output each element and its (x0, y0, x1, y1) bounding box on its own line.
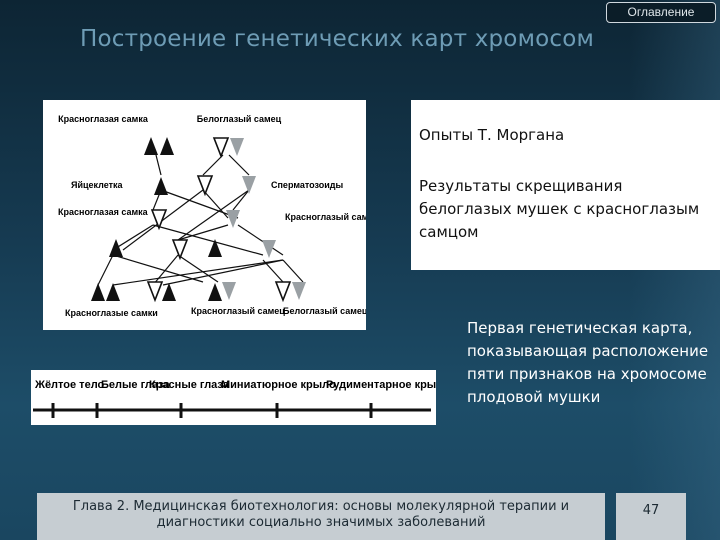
label-red-eyed-male-bottom: Красноглазый самец (191, 306, 285, 316)
label-white-eyed-male-top: Белоглазый самец (197, 114, 282, 124)
cross-lines (97, 154, 304, 286)
text-box-background (411, 100, 720, 270)
map-trait-white-eyes: Белые глаза (101, 379, 170, 391)
cross-diagram: Красноглазая самка Белоглазый самец Яйце… (58, 114, 379, 318)
fly-white-eyed-male-top (213, 137, 244, 157)
cross-diagram-panel: Красноглазая самка Белоглазый самец Яйце… (43, 100, 379, 330)
footer-chapter-text: Глава 2. Медицинская биотехнология: осно… (72, 499, 570, 530)
flies-white-eyed-male-bottom (275, 281, 306, 301)
label-red-eyed-male-mid: Красноглазый самец (285, 212, 366, 222)
chromosome-ticks (51, 403, 373, 418)
fly-row3-dark-2 (208, 239, 222, 257)
page-number-box: 47 (616, 493, 686, 540)
fly-row3-open (172, 239, 188, 259)
label-sperm: Сперматозоиды (271, 180, 344, 190)
chromosome-map-panel: Жёлтое тело Белые глаза Красные глаза Ми… (31, 370, 450, 425)
map-description: Первая генетическая карта, показывающая … (467, 319, 709, 406)
morgan-label: Опыты Т. Моргана (419, 126, 565, 144)
fly-sperm-grey (242, 176, 256, 194)
chromosome-map: Жёлтое тело Белые глаза Красные глаза Ми… (33, 379, 450, 418)
fly-row3-dark (109, 239, 123, 257)
toc-button[interactable]: Оглавление (606, 2, 716, 23)
flies-red-eyed-male-bottom (208, 282, 236, 301)
label-red-eyed-female-top: Красноглазая самка (58, 114, 149, 124)
label-red-eyed-female-mid: Красноглазая самка (58, 207, 149, 217)
map-trait-red-eyes: Красные глаза (149, 379, 230, 391)
slide-title: Построение генетических карт хромосом (80, 26, 595, 52)
label-red-eyed-females-bottom: Красноглазые самки (65, 308, 158, 318)
results-description: Результаты скрещивания белоглазых мушек … (419, 177, 700, 241)
footer-bar: Глава 2. Медицинская биотехнология: осно… (37, 493, 605, 540)
map-trait-rudimentary-wing: Рудиментарное крыло (326, 379, 436, 391)
background-gradient (630, 0, 720, 540)
fly-sperm-open (197, 175, 213, 195)
fly-egg (154, 177, 168, 195)
label-white-eyed-male-bottom: Белоглазый самец (283, 306, 366, 316)
page-number: 47 (642, 503, 660, 518)
fly-red-eyed-female-top (144, 137, 174, 155)
map-trait-miniature-wing: Миниатюрное крыло (221, 379, 336, 391)
label-egg: Яйцеклетка (71, 180, 124, 190)
map-trait-yellow-body: Жёлтое тело (34, 379, 105, 391)
